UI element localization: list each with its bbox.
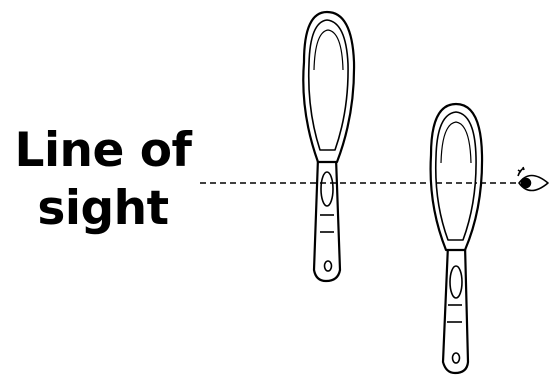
eye-icon: [517, 166, 549, 192]
label-line-1: Line of: [14, 123, 193, 178]
line-of-sight-label: Line of sight: [8, 122, 198, 238]
magnifying-glass-back: [302, 10, 356, 283]
label-line-2: sight: [37, 181, 169, 236]
magnifying-glass-front: [429, 102, 484, 375]
